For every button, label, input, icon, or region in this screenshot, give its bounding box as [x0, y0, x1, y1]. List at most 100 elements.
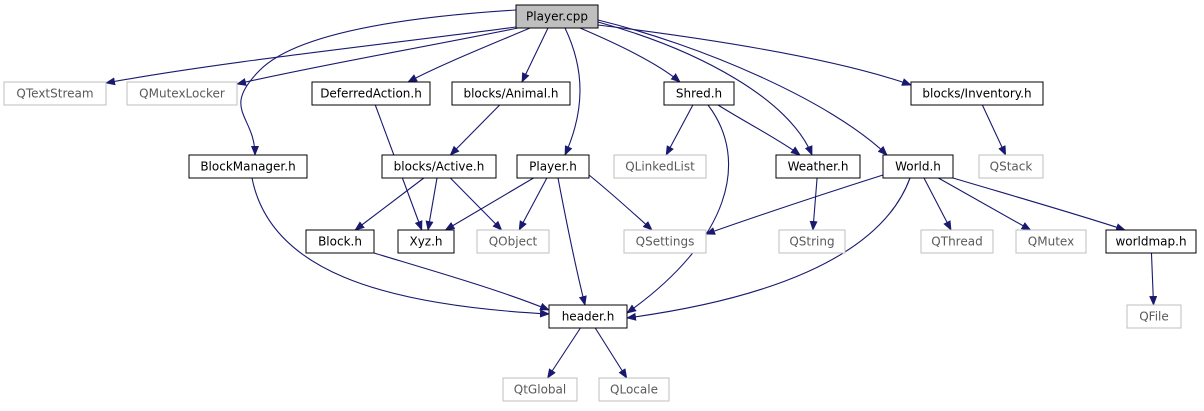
node-label-header_h: header.h	[562, 310, 615, 324]
node-label-qmutex: QMutex	[1028, 235, 1074, 249]
node-qlocale: QLocale	[598, 377, 670, 402]
edge-animal_h-to-active_h	[449, 104, 501, 156]
edge-world_h-to-qsettings	[705, 174, 884, 235]
node-qmutex: QMutex	[1015, 229, 1087, 254]
node-qstack: QStack	[978, 154, 1044, 179]
node-qtglobal: QtGlobal	[502, 377, 578, 402]
edge-player_cpp-to-qmutexlocker	[236, 27, 519, 86]
node-box-xyz_h	[397, 229, 455, 254]
node-box-header_h	[548, 304, 628, 329]
node-label-xyz_h: Xyz.h	[409, 235, 442, 249]
edge-world_h-to-worldmap_h	[952, 177, 1126, 231]
edge-inventory_h-to-qstack	[981, 104, 1007, 156]
edge-player_h-to-xyz_h	[444, 177, 534, 231]
edge-worldmap_h-to-qfile	[1149, 252, 1158, 306]
node-box-qtextstream	[3, 81, 107, 106]
node-label-block_h: Block.h	[318, 235, 362, 249]
node-label-qtglobal: QtGlobal	[514, 383, 566, 397]
node-box-qobject	[476, 229, 550, 254]
node-label-world_h: World.h	[895, 160, 941, 174]
edge-shred_h-to-weather_h	[717, 104, 801, 156]
edge-blockmanager_h-to-header_h	[251, 177, 550, 318]
edge-player_cpp-to-shred_h	[579, 27, 681, 83]
node-qthread: QThread	[920, 229, 994, 254]
node-label-active_h: blocks/Active.h	[394, 160, 485, 174]
node-deferredaction_h[interactable]: DeferredAction.h	[311, 81, 431, 106]
edge-world_h-to-qmutex	[938, 177, 1032, 231]
node-qsettings: QSettings	[623, 229, 707, 254]
node-box-qsettings	[623, 229, 707, 254]
node-label-qstring: QString	[789, 235, 834, 249]
node-shred_h[interactable]: Shred.h	[663, 81, 735, 106]
node-qstring: QString	[778, 229, 846, 254]
node-label-player_cpp: Player.cpp	[526, 10, 588, 24]
edge-weather_h-to-qstring	[809, 177, 818, 231]
node-label-qlocale: QLocale	[610, 383, 658, 397]
edge-player_cpp-to-deferredaction_h	[407, 27, 531, 83]
node-weather_h[interactable]: Weather.h	[775, 154, 861, 179]
node-blockmanager_h[interactable]: BlockManager.h	[188, 154, 308, 179]
node-qtextstream: QTextStream	[3, 81, 107, 106]
node-box-world_h	[882, 154, 954, 179]
node-box-qfile	[1126, 304, 1182, 329]
edge-player_cpp-to-animal_h	[521, 27, 549, 83]
node-box-shred_h	[663, 81, 735, 106]
node-box-qstack	[978, 154, 1044, 179]
node-box-qmutex	[1015, 229, 1087, 254]
node-xyz_h[interactable]: Xyz.h	[397, 229, 455, 254]
node-box-player_h	[516, 154, 590, 179]
node-header_h[interactable]: header.h	[548, 304, 628, 329]
node-box-weather_h	[775, 154, 861, 179]
node-qlinkedlist: QLinkedList	[613, 154, 707, 179]
node-label-qlinkedlist: QLinkedList	[625, 160, 695, 174]
edge-player_cpp-to-weather_h	[597, 21, 813, 156]
edges-layer	[105, 9, 1158, 379]
edge-shred_h-to-qlinkedlist	[665, 104, 694, 156]
node-world_h[interactable]: World.h	[882, 154, 954, 179]
edge-active_h-to-block_h	[354, 177, 425, 231]
node-label-qfile: QFile	[1139, 310, 1169, 324]
node-inventory_h[interactable]: blocks/Inventory.h	[910, 81, 1044, 106]
node-block_h[interactable]: Block.h	[305, 229, 375, 254]
node-label-weather_h: Weather.h	[788, 160, 849, 174]
node-label-inventory_h: blocks/Inventory.h	[922, 87, 1031, 101]
node-label-deferredaction_h: DeferredAction.h	[320, 87, 422, 101]
node-box-player_cpp	[515, 4, 599, 29]
node-player_cpp[interactable]: Player.cpp	[515, 4, 599, 29]
node-box-active_h	[381, 154, 497, 179]
edge-player_cpp-to-inventory_h	[597, 24, 912, 86]
edge-active_h-to-qobject	[449, 177, 503, 231]
node-active_h[interactable]: blocks/Active.h	[381, 154, 497, 179]
edge-player_h-to-qsettings	[588, 174, 653, 231]
edge-player_cpp-to-blockmanager_h	[240, 9, 517, 156]
node-label-animal_h: blocks/Animal.h	[463, 87, 558, 101]
node-box-qthread	[920, 229, 994, 254]
edge-player_cpp-to-world_h	[597, 19, 888, 156]
node-label-qmutexlocker: QMutexLocker	[139, 87, 225, 101]
edge-header_h-to-qlocale	[594, 327, 628, 379]
node-label-player_h: Player.h	[529, 160, 577, 174]
node-label-worldmap_h: worldmap.h	[1115, 235, 1186, 249]
node-box-worldmap_h	[1105, 229, 1197, 254]
edge-block_h-to-header_h	[373, 252, 550, 311]
node-qobject: QObject	[476, 229, 550, 254]
node-box-animal_h	[451, 81, 571, 106]
node-player_h[interactable]: Player.h	[516, 154, 590, 179]
node-box-inventory_h	[910, 81, 1044, 106]
node-worldmap_h[interactable]: worldmap.h	[1105, 229, 1197, 254]
node-label-qthread: QThread	[931, 235, 982, 249]
edge-player_h-to-header_h	[557, 177, 587, 306]
node-box-block_h	[305, 229, 375, 254]
node-qmutexlocker: QMutexLocker	[126, 81, 238, 106]
node-label-shred_h: Shred.h	[676, 87, 722, 101]
edge-player_cpp-to-qtextstream	[105, 26, 517, 86]
edge-player_cpp-to-player_h	[564, 27, 581, 156]
edge-shred_h-to-header_h	[626, 104, 729, 314]
node-animal_h[interactable]: blocks/Animal.h	[451, 81, 571, 106]
node-label-qtextstream: QTextStream	[16, 87, 93, 101]
node-box-qstring	[778, 229, 846, 254]
node-box-qlinkedlist	[613, 154, 707, 179]
edge-player_h-to-qobject	[518, 177, 548, 231]
